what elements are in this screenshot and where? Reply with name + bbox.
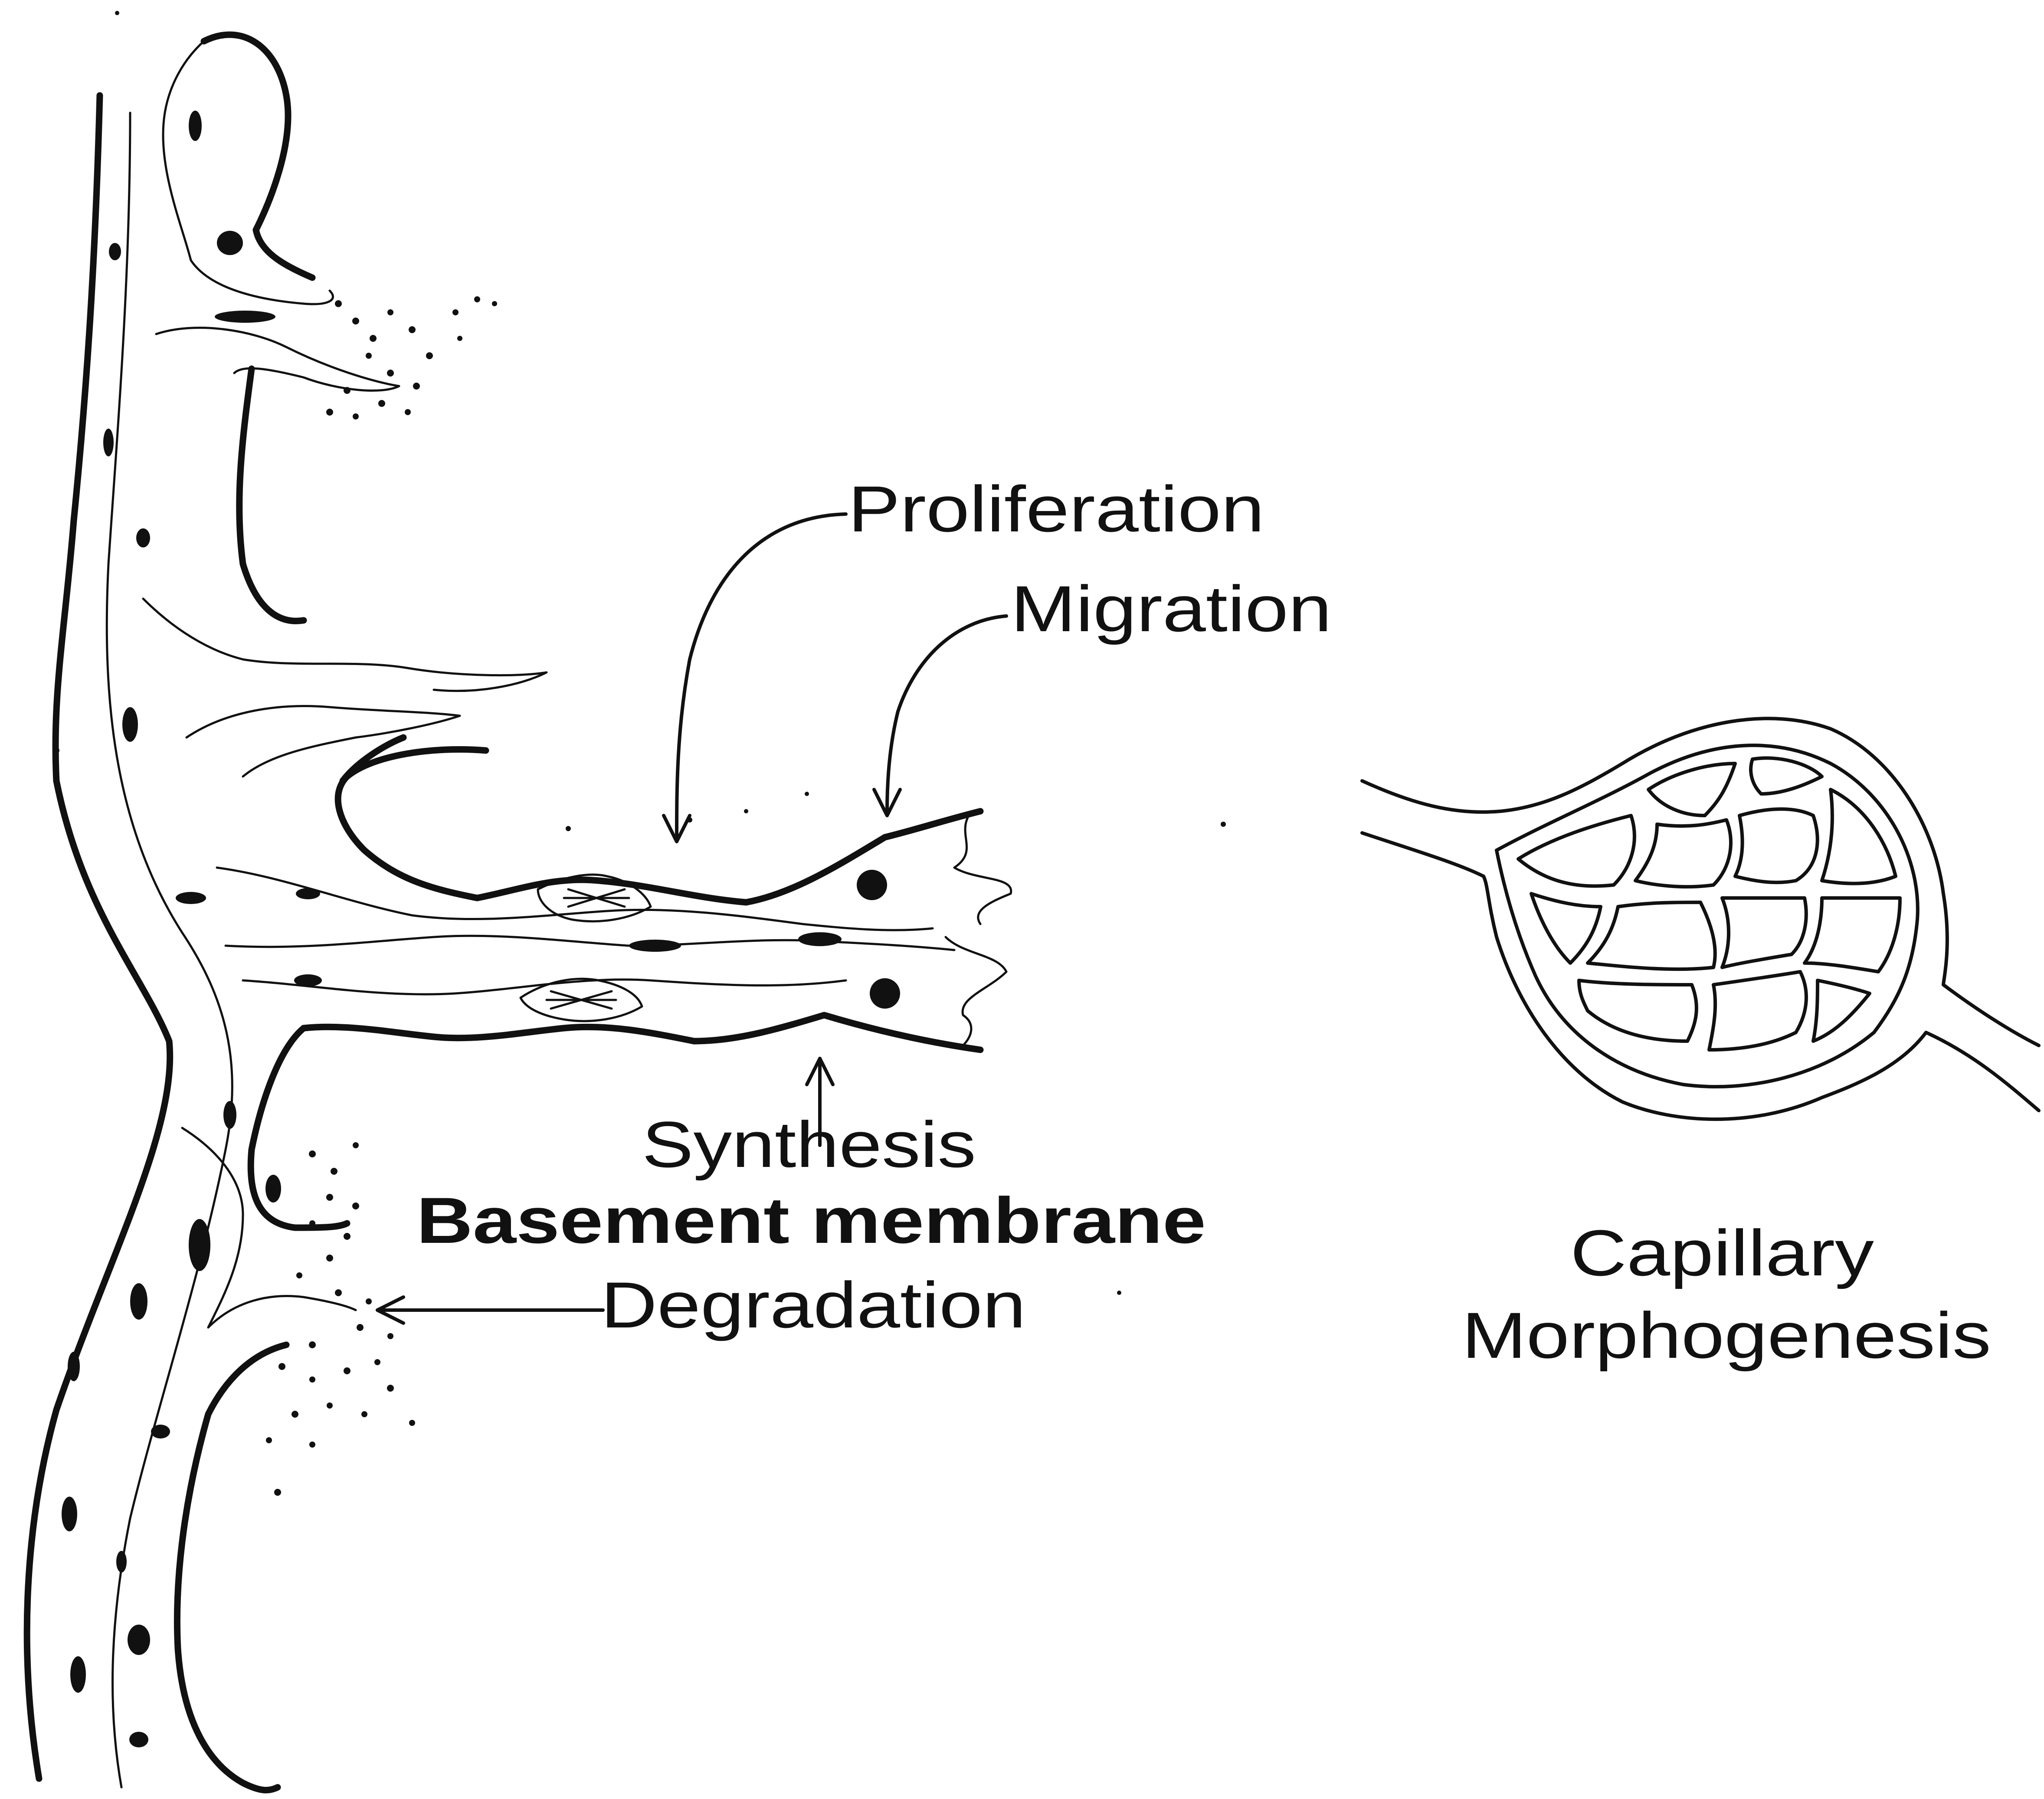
mesh-cell xyxy=(1751,758,1822,794)
nucleus xyxy=(151,1425,170,1439)
main-sprout-cell-b xyxy=(226,936,954,950)
nucleus xyxy=(223,1101,236,1129)
bulb-outer xyxy=(1484,718,2039,1119)
nucleus xyxy=(109,243,121,260)
inflow-vessel-top xyxy=(1362,764,1622,812)
text-labels: Proliferation Migration Synthesis Baseme… xyxy=(416,472,1991,1372)
nucleus xyxy=(128,1625,150,1655)
nucleus xyxy=(798,932,842,946)
mesh-cell xyxy=(1813,980,1870,1041)
upper-sprout-wall xyxy=(239,369,304,621)
migration-arrow xyxy=(887,616,1006,811)
upper-sprout-cell-1 xyxy=(156,328,399,391)
mesh-cell xyxy=(1588,902,1715,969)
spindle-lines-upper xyxy=(564,889,629,907)
label-synthesis: Synthesis xyxy=(642,1108,976,1181)
main-sprout-bottom-wall xyxy=(304,1015,980,1050)
proliferation-arrow xyxy=(677,514,846,837)
mesh-cell xyxy=(1518,816,1635,886)
nucleus xyxy=(130,1283,147,1320)
mesh-cell xyxy=(1805,898,1900,972)
nucleus xyxy=(189,1219,210,1271)
spindle-lines-lower xyxy=(547,991,616,1009)
nucleus xyxy=(136,528,150,547)
nucleus xyxy=(68,1352,80,1381)
nucleus xyxy=(870,978,900,1009)
nucleus xyxy=(294,974,322,986)
label-capillary: Capillary xyxy=(1570,1216,1874,1289)
filopodia-upper xyxy=(954,811,1011,924)
label-morphogenesis: Morphogenesis xyxy=(1462,1299,1991,1372)
mesh-cell xyxy=(1822,790,1896,884)
mesh-cell xyxy=(1735,809,1818,882)
label-degradation: Degradation xyxy=(601,1268,1026,1341)
nucleus xyxy=(215,311,275,323)
capillary-network xyxy=(1362,718,2039,1119)
nucleus xyxy=(70,1656,86,1693)
label-migration: Migration xyxy=(1011,572,1332,645)
nucleus xyxy=(265,1175,281,1203)
vessel-outer-wall xyxy=(27,95,170,1779)
label-proliferation: Proliferation xyxy=(848,472,1264,545)
nucleus xyxy=(217,231,243,255)
mesh-cell xyxy=(1635,820,1731,887)
nucleus xyxy=(129,1732,148,1747)
vessel-inner-line xyxy=(107,113,232,1787)
mesh-cell xyxy=(1579,980,1697,1041)
nucleus xyxy=(857,870,887,900)
main-sprout-cell-c xyxy=(243,980,846,994)
mesh-cell xyxy=(1531,894,1601,963)
mesh-cell xyxy=(1709,972,1806,1050)
mesh-cell xyxy=(1648,764,1735,816)
nucleus xyxy=(629,940,681,952)
upper-sprout-cell-3 xyxy=(187,706,460,777)
top-tip-inner xyxy=(163,41,333,304)
nucleus xyxy=(296,888,320,899)
nucleus xyxy=(103,429,114,456)
parent-vessel xyxy=(27,35,1011,1790)
mesh-cell xyxy=(1722,898,1806,967)
nucleus xyxy=(116,1551,127,1573)
upper-sprout-cell-2 xyxy=(143,599,547,691)
inflow-vessel-bottom xyxy=(1362,833,1484,876)
nucleus xyxy=(62,1497,77,1531)
nucleus xyxy=(122,707,138,742)
label-basement-membrane: Basement membrane xyxy=(416,1184,1206,1257)
nucleus xyxy=(176,892,206,904)
main-sprout-top-wall xyxy=(338,750,885,903)
lower-sprout-bottom-wall xyxy=(177,1345,286,1790)
filopodia-lower xyxy=(946,937,1006,1045)
nucleus xyxy=(189,111,202,141)
